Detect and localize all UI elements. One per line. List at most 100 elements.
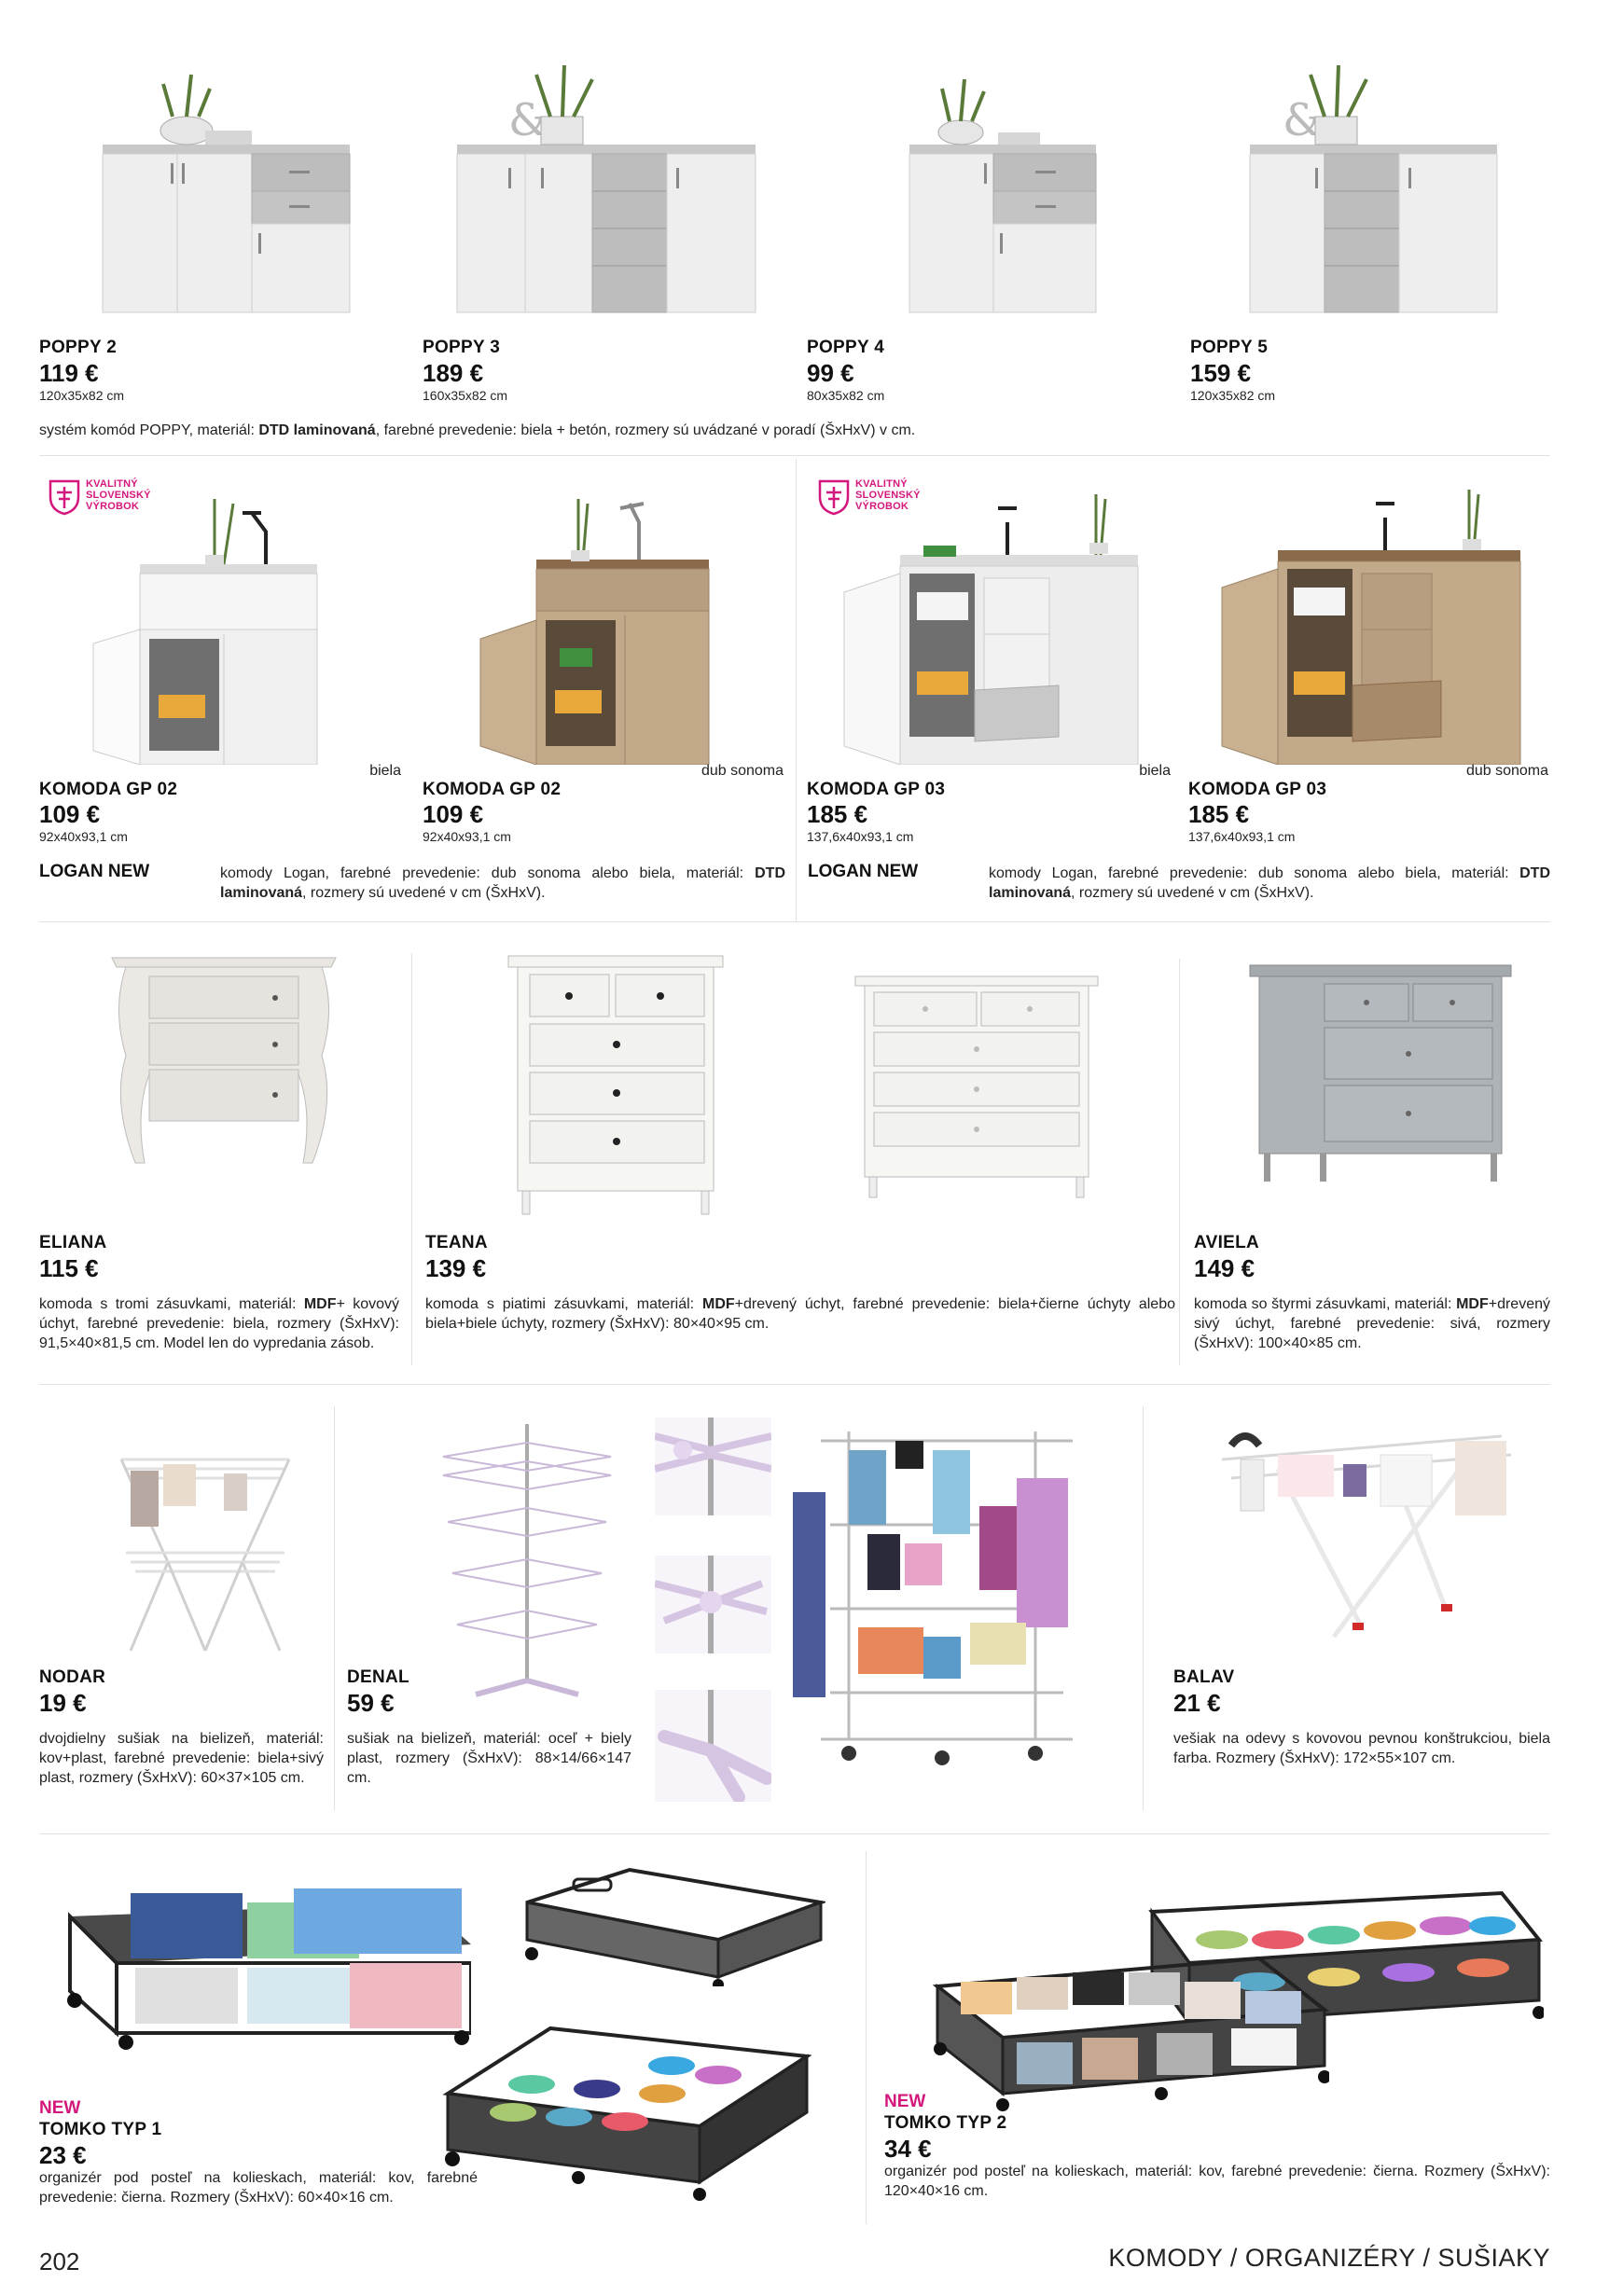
gp03-white-price: 185 € bbox=[807, 800, 868, 828]
tomko-2-clothes-image bbox=[933, 1956, 1329, 2111]
gp03-sonoma-variant: dub sonoma bbox=[1465, 763, 1548, 779]
aviela-price: 149 € bbox=[1194, 1254, 1255, 1282]
quality-badge-right: KVALITNÝ SLOVENSKÝ VÝROBOK bbox=[818, 478, 921, 516]
gp02-sonoma-price: 109 € bbox=[423, 800, 484, 828]
eliana-description: komoda s tromi zásuvkami, materiál: MDF+… bbox=[39, 1296, 399, 1351]
divider bbox=[866, 1851, 867, 2224]
gp03-white-dims: 137,6x40x93,1 cm bbox=[807, 829, 914, 844]
denal-description: sušiak na bielizeň, materiál: oceľ + bie… bbox=[347, 1731, 631, 1786]
denal-detail-top bbox=[655, 1418, 771, 1515]
white-dresser-image bbox=[854, 975, 1099, 1198]
teana-name: TEANA bbox=[425, 1233, 488, 1252]
komoda-gp02-white-image bbox=[92, 499, 318, 765]
poppy-3-image: & bbox=[456, 65, 756, 313]
komoda-gp03-sonoma-image bbox=[1221, 490, 1521, 765]
quality-badge-left: KVALITNÝ SLOVENSKÝ VÝROBOK bbox=[49, 478, 151, 516]
eliana-image bbox=[111, 957, 337, 1164]
divider bbox=[1179, 959, 1180, 1365]
balav-price: 21 € bbox=[1173, 1689, 1221, 1717]
denal-detail-bottom bbox=[655, 1690, 771, 1802]
poppy-4-image bbox=[909, 78, 1097, 313]
divider bbox=[334, 1406, 335, 1811]
divider bbox=[39, 921, 1550, 922]
teana-description: komoda s piatimi zásuvkami, materiál: MD… bbox=[425, 1296, 1175, 1332]
poppy-4-price: 99 € bbox=[807, 359, 854, 387]
poppy-4-name: POPPY 4 bbox=[807, 338, 885, 357]
badge-line-2: SLOVENSKÝ bbox=[855, 490, 921, 501]
logan-description-left: komody Logan, farebné prevedenie: dub so… bbox=[220, 865, 785, 901]
badge-line-2: SLOVENSKÝ bbox=[86, 490, 151, 501]
logan-label-right: LOGAN NEW bbox=[808, 862, 919, 881]
aviela-description: komoda so štyrmi zásuvkami, materiál: MD… bbox=[1194, 1296, 1550, 1351]
shield-icon bbox=[818, 479, 850, 516]
teana-image bbox=[507, 955, 724, 1215]
divider bbox=[39, 1384, 1550, 1385]
poppy-5-name: POPPY 5 bbox=[1190, 338, 1269, 357]
denal-name: DENAL bbox=[347, 1667, 409, 1687]
poppy-2-name: POPPY 2 bbox=[39, 338, 118, 357]
komoda-gp02-sonoma-image bbox=[479, 499, 710, 765]
denal-image bbox=[442, 1424, 612, 1697]
poppy-2-image bbox=[102, 74, 351, 313]
gp03-sonoma-price: 185 € bbox=[1188, 800, 1250, 828]
poppy-3-price: 189 € bbox=[423, 359, 484, 387]
tomko-2-description: organizér pod posteľ na kolieskach, mate… bbox=[884, 2164, 1550, 2199]
gp02-sonoma-name: KOMODA GP 02 bbox=[423, 780, 562, 799]
poppy-description: systém komód POPPY, materiál: DTD lamino… bbox=[39, 422, 916, 438]
badge-line-3: VÝROBOK bbox=[86, 501, 140, 512]
poppy-4-dims: 80x35x82 cm bbox=[807, 388, 885, 403]
divider bbox=[796, 459, 797, 921]
gp02-white-price: 109 € bbox=[39, 800, 101, 828]
poppy-5-dims: 120x35x82 cm bbox=[1190, 388, 1276, 403]
poppy-5-image: & bbox=[1249, 65, 1498, 313]
denal-detail-middle bbox=[655, 1556, 771, 1653]
divider bbox=[1143, 1406, 1144, 1811]
aviela-name: AVIELA bbox=[1194, 1233, 1260, 1252]
gp03-white-variant: biela bbox=[1139, 763, 1171, 779]
nodar-description: dvojdielny sušiak na bielizeň, materiál:… bbox=[39, 1731, 324, 1786]
badge-line-1: KVALITNÝ bbox=[86, 478, 138, 490]
eliana-name: ELIANA bbox=[39, 1233, 107, 1252]
poppy-3-name: POPPY 3 bbox=[423, 338, 501, 357]
tomko-1-name: TOMKO TYP 1 bbox=[39, 2120, 162, 2139]
gp03-white-name: KOMODA GP 03 bbox=[807, 780, 946, 799]
nodar-image bbox=[119, 1458, 291, 1652]
balav-description: vešiak na odevy s kovovou pevnou konštru… bbox=[1173, 1731, 1550, 1766]
tomko-1-new-tag: NEW bbox=[39, 2098, 81, 2118]
denal-price: 59 € bbox=[347, 1689, 395, 1717]
badge-line-3: VÝROBOK bbox=[855, 501, 909, 512]
gp02-white-variant: biela bbox=[369, 763, 401, 779]
logan-description-right: komody Logan, farebné prevedenie: dub so… bbox=[989, 865, 1550, 901]
komoda-gp03-white-image bbox=[843, 494, 1139, 765]
logan-label-left: LOGAN NEW bbox=[39, 862, 150, 881]
tomko-2-name: TOMKO TYP 2 bbox=[884, 2113, 1007, 2133]
poppy-5-price: 159 € bbox=[1190, 359, 1252, 387]
tomko-1-price: 23 € bbox=[39, 2141, 87, 2169]
gp03-sonoma-dims: 137,6x40x93,1 cm bbox=[1188, 829, 1296, 844]
balav-image bbox=[1221, 1432, 1512, 1639]
teana-price: 139 € bbox=[425, 1254, 487, 1282]
shield-icon bbox=[49, 479, 80, 516]
tomko-1-empty-image bbox=[525, 1867, 825, 1986]
nodar-name: NODAR bbox=[39, 1667, 106, 1687]
page-number: 202 bbox=[39, 2248, 80, 2275]
poppy-2-dims: 120x35x82 cm bbox=[39, 388, 125, 403]
poppy-3-dims: 160x35x82 cm bbox=[423, 388, 508, 403]
poppy-2-price: 119 € bbox=[39, 359, 99, 387]
divider bbox=[411, 953, 412, 1365]
badge-line-1: KVALITNÝ bbox=[855, 478, 908, 490]
tomko-2-new-tag: NEW bbox=[884, 2092, 926, 2111]
nodar-price: 19 € bbox=[39, 1689, 87, 1717]
gp02-white-dims: 92x40x93,1 cm bbox=[39, 829, 128, 844]
tomko-1-blankets-image bbox=[67, 1888, 471, 2050]
gp02-white-name: KOMODA GP 02 bbox=[39, 780, 178, 799]
laundry-tower-image bbox=[793, 1432, 1073, 1765]
tomko-2-price: 34 € bbox=[884, 2135, 932, 2163]
category-title: KOMODY / ORGANIZÉRY / SUŠIAKY bbox=[1108, 2244, 1550, 2272]
gp02-sonoma-dims: 92x40x93,1 cm bbox=[423, 829, 511, 844]
tomko-1-description: organizér pod posteľ na kolieskach, mate… bbox=[39, 2170, 478, 2206]
gp03-sonoma-name: KOMODA GP 03 bbox=[1188, 780, 1327, 799]
aviela-image bbox=[1249, 964, 1512, 1182]
divider bbox=[39, 455, 1550, 456]
divider bbox=[39, 1833, 1550, 1834]
